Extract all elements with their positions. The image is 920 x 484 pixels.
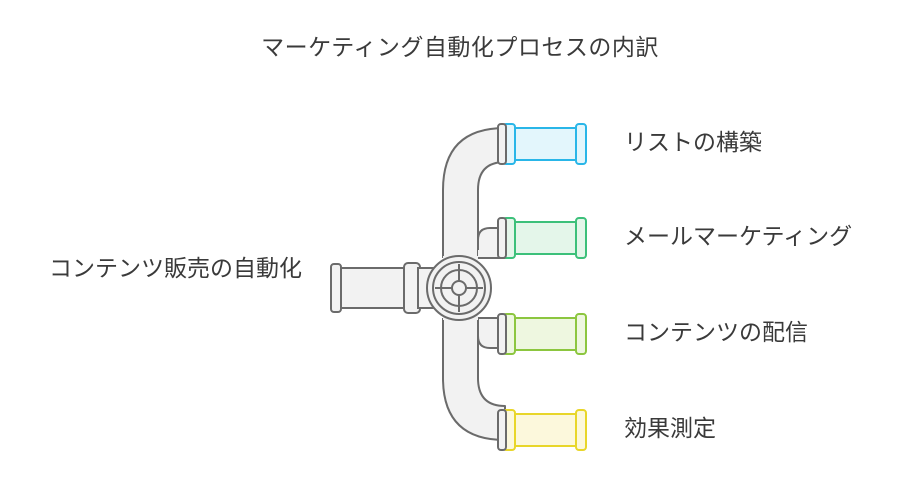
branch-label-list-building: リストの構築 — [624, 130, 762, 156]
crosshair-valve-icon — [426, 255, 492, 321]
branch-pipe-content-delivery — [497, 313, 587, 355]
branch-label-content-delivery: コンテンツの配信 — [624, 320, 808, 346]
branch-label-measurement: 効果測定 — [624, 416, 716, 442]
branch-pipe-list-building — [497, 123, 587, 165]
branch-pipe-measurement — [497, 409, 587, 451]
branch-label-email-marketing: メールマーケティング — [624, 224, 853, 250]
diagram-title: マーケティング自動化プロセスの内訳 — [261, 35, 659, 61]
branch-pipe-email-marketing — [497, 217, 587, 259]
source-label: コンテンツ販売の自動化 — [49, 256, 302, 282]
inlet-pipe — [330, 262, 435, 314]
